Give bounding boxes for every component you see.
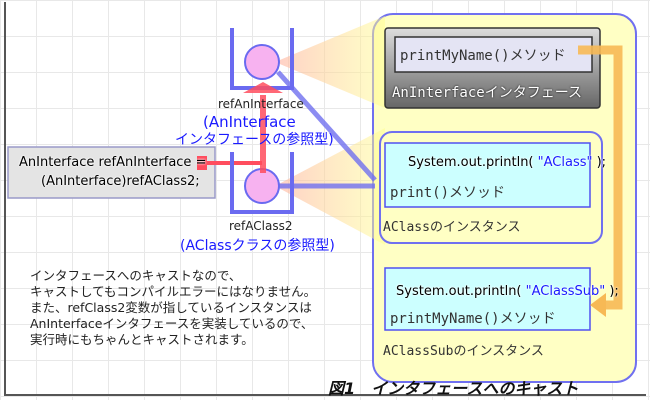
code-line-2: (AnInterface)refAClass2; bbox=[41, 174, 200, 189]
code-box bbox=[7, 146, 216, 199]
variable-interface-ball bbox=[244, 44, 280, 80]
override-arrowhead bbox=[590, 293, 606, 317]
aclass-method-box bbox=[384, 142, 591, 208]
code-text: ); bbox=[605, 284, 619, 299]
note-line: AnInterfaceインタフェースを実装しているので、 bbox=[30, 316, 314, 331]
code-string: "AClass" bbox=[537, 155, 593, 170]
aclasssub-method-box bbox=[384, 267, 591, 331]
explanation-note: インタフェースへのキャストなので、 キャストしてもコンパイルエラーにはなりません… bbox=[30, 268, 316, 348]
aclass-method-label: print()メソッド bbox=[390, 185, 506, 201]
note-line: また、refClass2変数が指しているインスタンスは bbox=[30, 300, 312, 315]
variable-aclass2-ball bbox=[244, 168, 280, 204]
ref-interface-type-2: インタフェースの参照型) bbox=[175, 132, 334, 148]
ref-interface-name: refAnInterface bbox=[218, 97, 304, 111]
view-beam-interface bbox=[275, 16, 385, 108]
ref-aclass2-type: (AClassクラスの参照型) bbox=[180, 238, 335, 254]
override-arrow bbox=[578, 45, 623, 310]
note-line: インタフェースへのキャストなので、 bbox=[30, 268, 242, 283]
note-line: キャストしてもコンパイルエラーにはなりません。 bbox=[30, 284, 317, 299]
interface-method-box bbox=[394, 36, 593, 73]
note-line: 実行時にもちゃんとキャストされます。 bbox=[30, 332, 254, 347]
reference-link-interface bbox=[276, 70, 377, 182]
interface-label: AnInterfaceインタフェース bbox=[392, 85, 583, 101]
cast-arrowhead bbox=[243, 82, 283, 93]
code-string: "AClassSub" bbox=[525, 284, 606, 299]
variable-slot-aclass2 bbox=[230, 152, 294, 214]
aclasssub-method-label: printMyName()メソッド bbox=[390, 311, 556, 327]
aclass-code: System.out.println( "AClass" ); bbox=[408, 155, 606, 170]
code-line-1: AnInterface refAnInterface = bbox=[19, 155, 207, 170]
figure-caption: 図1 インタフェースへのキャスト bbox=[328, 379, 579, 398]
ref-interface-type-1: (AnInterface bbox=[203, 113, 296, 131]
code-text: System.out.println( bbox=[396, 284, 526, 299]
cast-link-end bbox=[197, 156, 207, 170]
interface-method-label: printMyName()メソッド bbox=[400, 48, 566, 64]
code-text: ); bbox=[592, 155, 607, 170]
aclasssub-instance-label: AClassSubのインスタンス bbox=[383, 344, 544, 359]
code-text: System.out.println( bbox=[408, 155, 538, 170]
frame bbox=[4, 2, 646, 396]
aclasssub-code: System.out.println( "AClassSub" ); bbox=[396, 284, 619, 299]
aclass-instance-label: AClassのインスタンス bbox=[383, 220, 521, 235]
ref-aclass2-name: refAClass2 bbox=[229, 219, 293, 233]
